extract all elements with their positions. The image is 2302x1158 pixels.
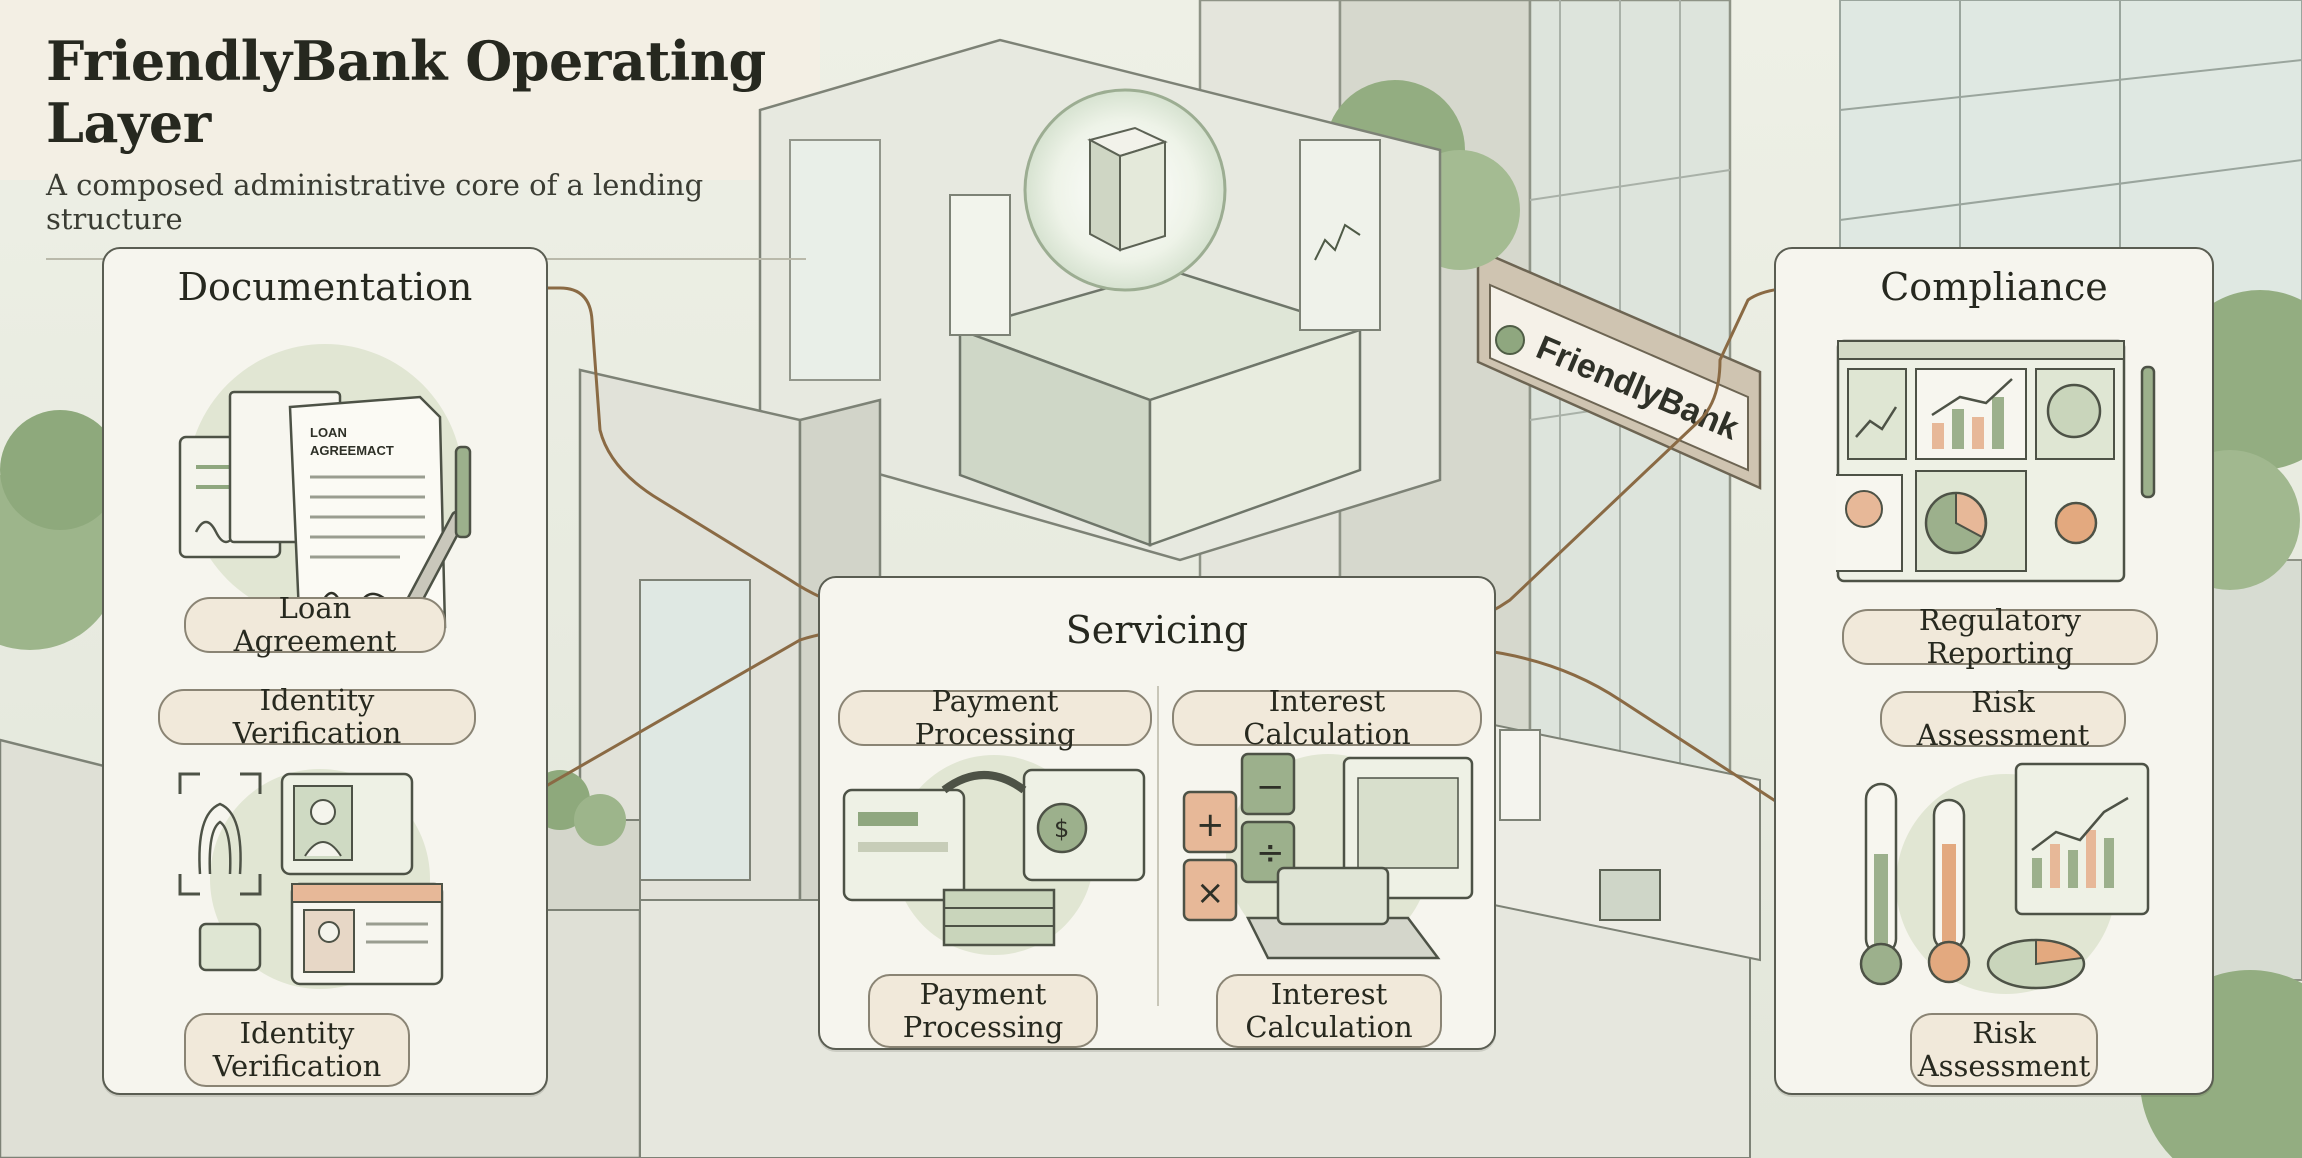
header: FriendlyBank Operating Layer A composed … xyxy=(46,29,806,261)
loan-agreement-label: Loan Agreement xyxy=(184,591,446,658)
loan-documents-icon: LOAN AGREEMACT xyxy=(178,344,472,637)
svg-text:$: $ xyxy=(1054,815,1069,843)
svg-text:×: × xyxy=(1196,873,1225,913)
regulatory-reporting-label: Regulatory Reporting xyxy=(1842,603,2158,670)
interest-calculation-label: Interest Calculation xyxy=(1172,684,1482,751)
svg-text:÷: ÷ xyxy=(1256,833,1285,873)
payment-processing-label: Payment Processing xyxy=(838,684,1152,751)
identity-verification-label: Identity Verification xyxy=(158,683,476,750)
page-subtitle: A composed administrative core of a lend… xyxy=(46,168,704,237)
risk-assessment-icon xyxy=(1859,762,2150,994)
payment-processing-bottom-label: Payment Processing xyxy=(868,974,1098,1048)
risk-assessment-bottom-label: Risk Assessment xyxy=(1910,1013,2098,1087)
payment-processing-icon: $ xyxy=(842,755,1146,955)
svg-text:+: + xyxy=(1196,805,1225,845)
server-pavilion xyxy=(758,38,1442,562)
servicing-title: Servicing xyxy=(1065,608,1249,652)
documentation-title: Documentation xyxy=(177,265,473,309)
loan-doc-label-1: LOAN xyxy=(310,425,347,440)
compliance-panel: Compliance Regulatory Reporting Risk Ass… xyxy=(1774,247,2214,1095)
documentation-panel: Documentation LOAN AGREEMACT Loan Agreem… xyxy=(102,247,548,1095)
servicing-divider xyxy=(1157,686,1159,1006)
identity-verification-icon xyxy=(178,769,444,989)
identity-verification-bottom-label: Identity Verification xyxy=(184,1013,410,1087)
compliance-title: Compliance xyxy=(1880,265,2108,309)
regulatory-reporting-icon xyxy=(1836,339,2156,583)
risk-assessment-label: Risk Assessment xyxy=(1880,685,2126,752)
page-title: FriendlyBank Operating Layer xyxy=(46,29,766,156)
loan-doc-label-2: AGREEMACT xyxy=(310,443,394,458)
interest-calculation-bottom-label: Interest Calculation xyxy=(1216,974,1442,1048)
svg-text:−: − xyxy=(1256,767,1285,807)
interest-calculation-icon: + − × ÷ xyxy=(1182,752,1474,960)
servicing-panel: Servicing Payment Processing Interest Ca… xyxy=(818,576,1496,1050)
